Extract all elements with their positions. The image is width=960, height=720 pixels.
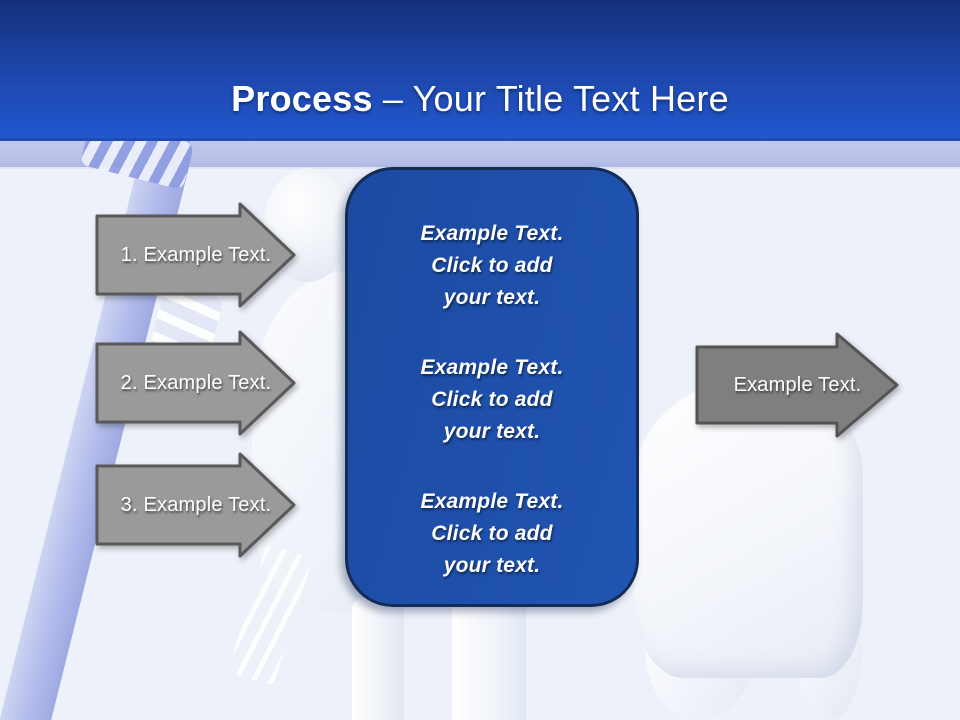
text-block: Example Text. Click to add your text. [348, 352, 636, 448]
text-block: Example Text. Click to add your text. [348, 218, 636, 314]
center-text-panel[interactable]: Example Text. Click to add your text. Ex… [345, 167, 639, 607]
center-text-content: Example Text. Click to add your text. Ex… [348, 170, 636, 582]
output-arrow[interactable]: Example Text. [695, 332, 900, 438]
text-line: Example Text. [420, 356, 564, 379]
output-label: Example Text. [733, 373, 862, 396]
process-step-arrow-2[interactable]: 2. Example Text. [95, 330, 297, 436]
figure-leg-left-art [352, 598, 404, 720]
slide-header: Process – Your Title Text Here [0, 0, 960, 141]
text-line: Click to add [431, 388, 553, 411]
text-line: your text. [443, 554, 541, 577]
process-step-arrow-3[interactable]: 3. Example Text. [95, 452, 297, 558]
text-line: Example Text. [420, 222, 564, 245]
text-line: your text. [443, 420, 541, 443]
step-label: 3. Example Text. [120, 493, 272, 516]
figure-leg-right-art [452, 596, 526, 720]
page-title: Process – Your Title Text Here [231, 78, 729, 120]
page-title-emphasis: Process [231, 78, 373, 119]
text-line: Click to add [431, 522, 553, 545]
text-line: your text. [443, 286, 541, 309]
text-block: Example Text. Click to add your text. [348, 486, 636, 582]
step-label: 2. Example Text. [120, 371, 272, 394]
step-label: 1. Example Text. [120, 243, 272, 266]
tooth-root-right-art [792, 600, 862, 720]
process-step-arrow-1[interactable]: 1. Example Text. [95, 202, 297, 308]
tooth-root-left-art [645, 600, 759, 720]
toothbrush-ridges-art [227, 543, 313, 687]
page-title-rest: – Your Title Text Here [382, 78, 729, 119]
divider-band [0, 141, 960, 169]
text-line: Click to add [431, 254, 553, 277]
text-line: Example Text. [420, 490, 564, 513]
